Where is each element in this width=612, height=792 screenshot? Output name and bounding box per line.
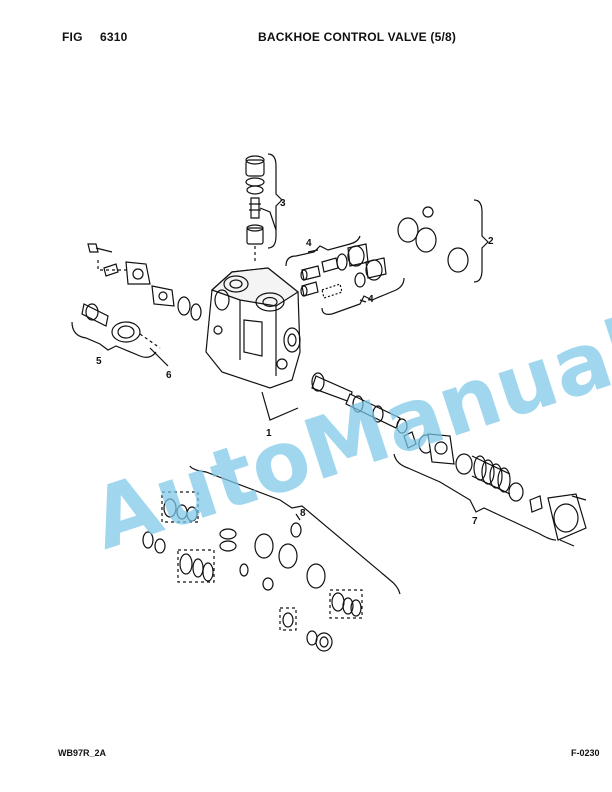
group-8-parts (142, 465, 401, 652)
group-7-parts (393, 431, 587, 547)
valve-body (205, 267, 301, 389)
group-4-lower-parts (300, 257, 405, 315)
callout-4-lower: 4 (368, 294, 374, 305)
group-5-parts (71, 243, 202, 358)
callout-8: 8 (300, 508, 306, 519)
group-2-parts (397, 199, 489, 283)
watermark: AutoManual (80, 300, 612, 569)
model-code: WB97R_2A (58, 748, 107, 758)
callout-5: 5 (96, 356, 102, 367)
fig-number: 6310 (100, 30, 128, 44)
callout-labels: 3 2 4 4 5 6 1 7 8 (96, 198, 494, 527)
callout-6: 6 (166, 370, 172, 381)
group-6-part (111, 321, 161, 349)
fig-label: FIG (62, 30, 83, 44)
callout-2: 2 (488, 236, 494, 247)
callout-7: 7 (472, 516, 478, 527)
callout-1: 1 (266, 428, 272, 439)
page-code: F-0230 (571, 748, 600, 758)
group-4-upper-parts (285, 235, 369, 281)
page-title: BACKHOE CONTROL VALVE (5/8) (258, 30, 457, 44)
callout-4-upper: 4 (306, 238, 312, 249)
valve-spool (311, 372, 408, 434)
bracket-1 (261, 391, 299, 421)
callout-3: 3 (280, 198, 286, 209)
group-3-parts (245, 153, 283, 262)
